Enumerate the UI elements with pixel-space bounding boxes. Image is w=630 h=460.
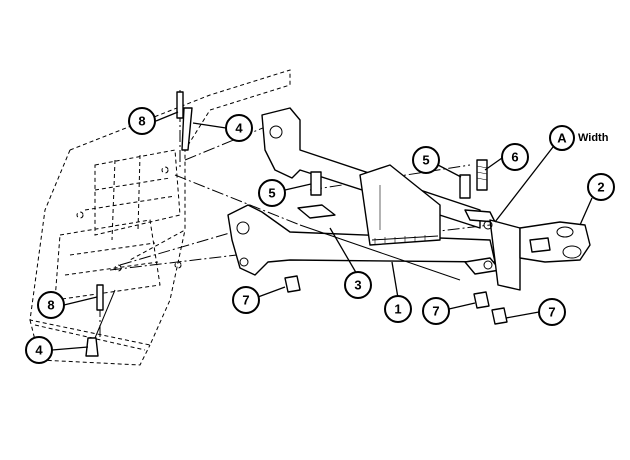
callout-a: A <box>549 125 575 151</box>
svg-text:5: 5 <box>422 153 429 168</box>
svg-text:8: 8 <box>138 114 145 129</box>
callout-5-right: 5 <box>412 146 440 174</box>
svg-text:1: 1 <box>394 302 401 317</box>
callout-8-top: 8 <box>128 107 156 135</box>
callout-8-bottom: 8 <box>37 291 65 319</box>
svg-text:7: 7 <box>548 305 555 320</box>
svg-text:4: 4 <box>235 121 243 136</box>
callout-1: 1 <box>384 295 412 323</box>
callout-3: 3 <box>344 271 372 299</box>
callout-5-left: 5 <box>258 179 286 207</box>
towbar-frame <box>227 107 521 291</box>
callout-4-top: 4 <box>225 114 253 142</box>
callout-6: 6 <box>501 143 529 171</box>
width-label: Width <box>578 132 609 144</box>
callout-4-bottom: 4 <box>25 336 53 364</box>
svg-text:8: 8 <box>47 298 54 313</box>
callout-7-left: 7 <box>232 286 260 314</box>
lunette-eye <box>519 221 591 263</box>
callout-7-mid: 7 <box>422 297 450 325</box>
callout-2: 2 <box>587 173 615 201</box>
svg-text:7: 7 <box>432 304 439 319</box>
callout-7-right: 7 <box>538 298 566 326</box>
svg-text:3: 3 <box>354 278 361 293</box>
svg-text:6: 6 <box>511 150 518 165</box>
leader-lines <box>51 111 593 351</box>
svg-text:A: A <box>557 131 567 146</box>
hardware <box>85 91 508 357</box>
svg-text:2: 2 <box>597 180 604 195</box>
svg-text:5: 5 <box>268 186 275 201</box>
svg-text:7: 7 <box>242 293 249 308</box>
svg-text:4: 4 <box>35 343 43 358</box>
